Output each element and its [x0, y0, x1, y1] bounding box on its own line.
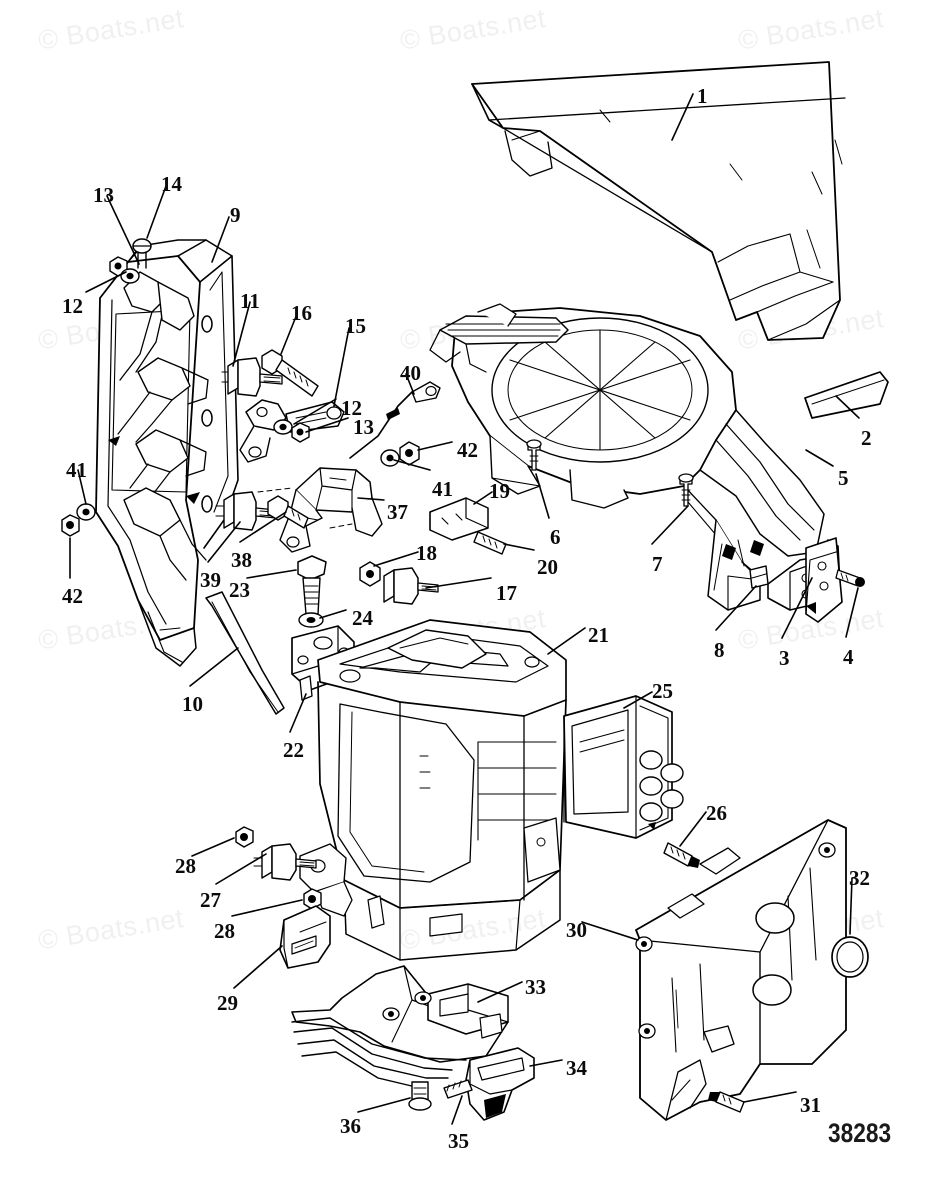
callout-number-25[interactable]: 25	[652, 679, 673, 703]
part-42-locknut-mid	[399, 441, 420, 466]
callout-number-13[interactable]: 13	[353, 415, 374, 439]
callout-number-31[interactable]: 31	[800, 1093, 821, 1117]
part-28-locknut-upper	[235, 826, 254, 848]
callout-number-26[interactable]: 26	[706, 801, 727, 825]
callout-number-3[interactable]: 3	[779, 646, 790, 670]
part-4-plate-screw	[835, 569, 865, 587]
callout-number-20[interactable]: 20	[537, 555, 558, 579]
callout-number-28[interactable]: 28	[214, 919, 235, 943]
callout-number-13[interactable]: 13	[93, 183, 114, 207]
part-9-throttle-linkage-frame	[95, 239, 239, 667]
callout-number-38[interactable]: 38	[231, 548, 252, 572]
part-1-upper-cowl-trim-rail	[471, 61, 846, 341]
part-29-cable-retainer-clamp	[279, 905, 331, 969]
part-26-intake-screw	[663, 842, 700, 868]
part-39-bushing-stud	[215, 491, 277, 531]
callout-number-37[interactable]: 37	[387, 500, 408, 524]
part-6-cover-screw	[526, 439, 542, 471]
callout-number-4[interactable]: 4	[843, 645, 854, 669]
part-13-locknut-lever	[291, 422, 310, 443]
part-25-air-intake-silencer	[563, 695, 684, 839]
callout-number-35[interactable]: 35	[448, 1129, 469, 1153]
callout-number-30[interactable]: 30	[566, 918, 587, 942]
leader-lines	[69, 93, 860, 1125]
callout-number-18[interactable]: 18	[416, 541, 437, 565]
callout-number-24[interactable]: 24	[352, 606, 373, 630]
part-30-side-shield-panel	[635, 819, 847, 1121]
callout-number-1[interactable]: 1	[697, 84, 708, 108]
callout-number-36[interactable]: 36	[340, 1114, 361, 1138]
part-23-hex-head-bolt	[297, 555, 327, 615]
part-18-nut	[359, 561, 381, 587]
callout-number-42[interactable]: 42	[62, 584, 83, 608]
part-3-mounting-plate	[805, 537, 843, 623]
part-10-shift-rod	[205, 591, 285, 715]
callout-number-5[interactable]: 5	[838, 466, 849, 490]
callout-number-23[interactable]: 23	[229, 578, 250, 602]
callout-number-22[interactable]: 22	[283, 738, 304, 762]
part-21-lower-cowl-support-bracket	[299, 619, 567, 961]
part-40-link-rod	[349, 381, 441, 459]
part-33-lower-tray-bracket	[291, 965, 509, 1089]
callout-number-6[interactable]: 6	[550, 525, 561, 549]
part-35-guide-screw	[443, 1079, 473, 1099]
part-11-bushing-stud	[221, 357, 283, 397]
callout-number-12[interactable]: 12	[341, 396, 362, 420]
part-24-flat-washer	[298, 612, 324, 628]
part-8-grommet-block	[749, 565, 769, 589]
part-14-ball-stud	[132, 238, 152, 269]
callout-number-28[interactable]: 28	[175, 854, 196, 878]
part-16-hex-bolt	[261, 349, 319, 397]
callout-number-14[interactable]: 14	[161, 172, 182, 196]
callout-number-21[interactable]: 21	[588, 623, 609, 647]
part-31-shield-screw	[708, 1091, 745, 1113]
callout-number-16[interactable]: 16	[291, 301, 312, 325]
diagram-id-number: 38283	[828, 1118, 892, 1148]
callout-number-42[interactable]: 42	[457, 438, 478, 462]
callout-number-33[interactable]: 33	[525, 975, 546, 999]
part-2-trim-pad-insert	[804, 371, 889, 419]
callout-number-41[interactable]: 41	[432, 477, 453, 501]
part-41-washer-mid	[380, 449, 400, 467]
callout-number-27[interactable]: 27	[200, 888, 221, 912]
callout-number-9[interactable]: 9	[230, 203, 241, 227]
part-17-roller-bushing	[383, 567, 439, 605]
callout-number-11[interactable]: 11	[240, 289, 260, 313]
callout-number-10[interactable]: 10	[182, 692, 203, 716]
callout-number-8[interactable]: 8	[714, 638, 725, 662]
callout-number-12[interactable]: 12	[62, 294, 83, 318]
part-32-grommet-plug	[831, 936, 869, 978]
callout-number-15[interactable]: 15	[345, 314, 366, 338]
part-19-link-sleeve	[429, 497, 489, 541]
callout-number-2[interactable]: 2	[861, 426, 872, 450]
part-36-tray-bolt	[408, 1081, 432, 1111]
callout-number-39[interactable]: 39	[200, 568, 221, 592]
callout-number-17[interactable]: 17	[496, 581, 517, 605]
part-12-washer-lever	[273, 419, 293, 435]
callout-number-41[interactable]: 41	[66, 458, 87, 482]
part-28-locknut-lower	[303, 888, 322, 910]
callout-number-34[interactable]: 34	[566, 1056, 587, 1080]
callout-number-7[interactable]: 7	[652, 552, 663, 576]
callout-number-29[interactable]: 29	[217, 991, 238, 1015]
callout-number-40[interactable]: 40	[400, 361, 421, 385]
part-20-link-screw	[473, 531, 507, 555]
callout-number-32[interactable]: 32	[849, 866, 870, 890]
part-42-locknut-left	[61, 514, 80, 537]
callout-number-19[interactable]: 19	[489, 479, 510, 503]
